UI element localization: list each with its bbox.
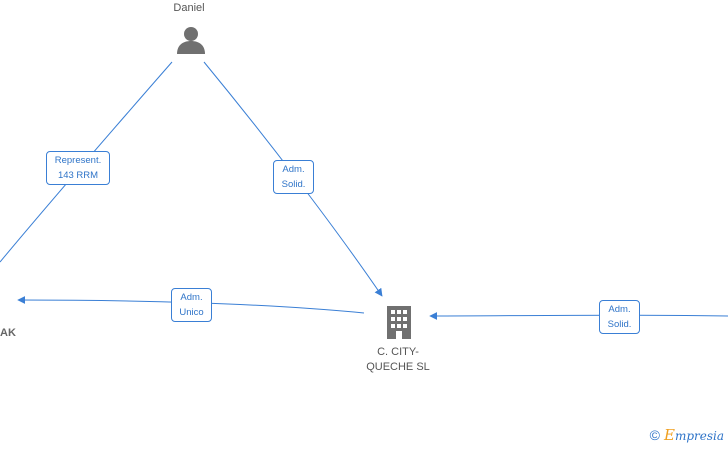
edge-label-adm-solid-top[interactable]: Adm. Solid. [273, 160, 314, 194]
person-name[interactable]: Daniel [173, 2, 205, 14]
person-icon[interactable] [177, 27, 205, 54]
edge-label-adm-solid-right[interactable]: Adm. Solid. [599, 300, 640, 334]
edge-adm-solid-right [429, 311, 728, 320]
company-name[interactable]: C. CITY- QUECHE SL [366, 346, 430, 373]
empresia-watermark: © Empresia [650, 426, 724, 444]
building-icon[interactable] [387, 306, 411, 339]
left-partial-node-name[interactable]: AK [0, 327, 16, 339]
empresia-logo: Empresia [663, 426, 724, 444]
edge-label-adm-unico[interactable]: Adm. Unico [171, 288, 212, 322]
edge-label-represent[interactable]: Represent. 143 RRM [46, 151, 110, 185]
copyright-icon: © [649, 427, 660, 443]
